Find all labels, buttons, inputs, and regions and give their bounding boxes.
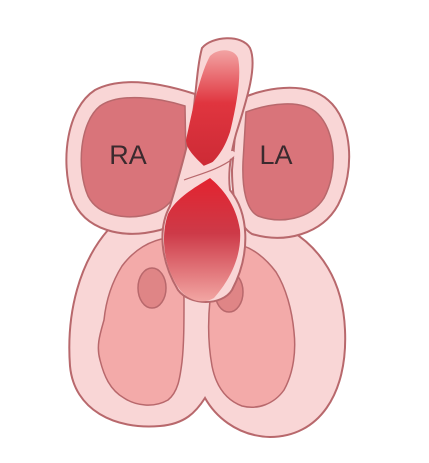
right-papillary-muscle	[137, 267, 167, 309]
upper-vessel-lumen	[186, 50, 240, 168]
vessel-crossing-outline	[183, 157, 235, 181]
left-atrium-cavity	[242, 103, 334, 221]
left-atrium-label: LA	[259, 140, 292, 170]
right-atrium-cavity	[80, 96, 187, 218]
right-atrium-label: RA	[109, 140, 147, 170]
vessel-crossing-septum	[183, 151, 235, 179]
lower-vessel-lumen	[164, 178, 241, 302]
